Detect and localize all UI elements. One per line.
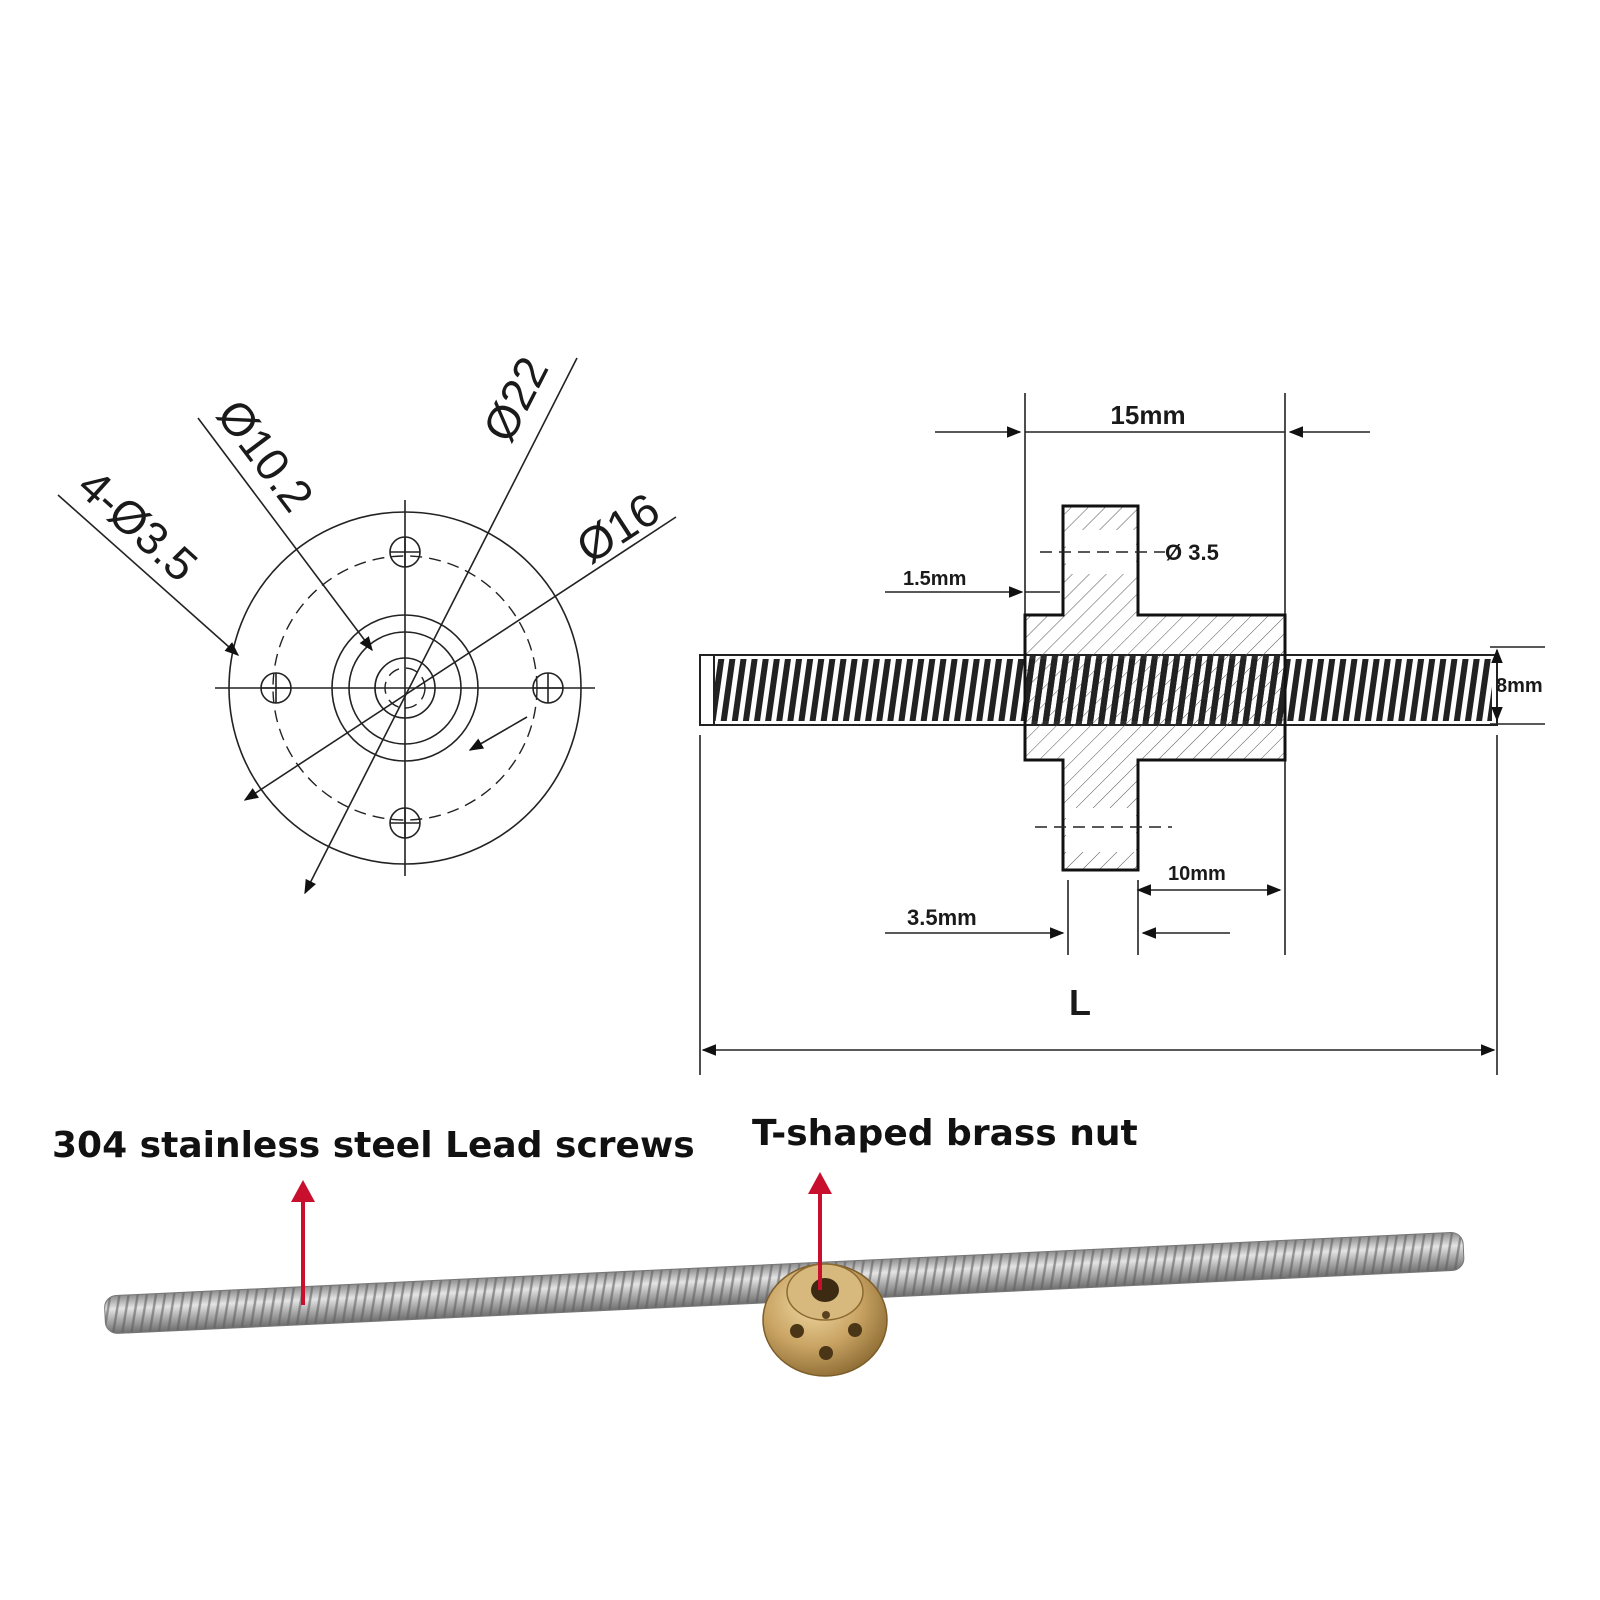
body-length-label: 10mm	[1168, 863, 1226, 885]
bolt-circle-label: Ø16	[567, 482, 668, 573]
screw-diameter-label: 8mm	[1496, 675, 1543, 697]
outer-diameter-leader	[304, 357, 578, 895]
holes-leader	[57, 494, 240, 656]
total-length-label: L	[1069, 982, 1091, 1023]
side-view-drawing: 15mm Ø 3.5 1.5mm 8mm 10mm 3.5mm L	[699, 393, 1545, 1075]
brass-nut	[762, 1263, 888, 1377]
brass-nut-caption: T-shaped brass nut	[752, 1113, 1138, 1154]
inner-diameter-label: Ø10.2	[207, 390, 324, 521]
bolt-circle-leader	[243, 516, 677, 801]
flange-offset-label: 1.5mm	[903, 568, 966, 590]
product-photo: 304 stainless steel Lead screws T-shaped…	[52, 1113, 1465, 1377]
brass-nut-arrow	[808, 1172, 832, 1290]
hole-diameter-label: Ø 3.5	[1165, 540, 1219, 565]
inner-diameter-leader	[197, 417, 373, 652]
bolt-circle-leader-tip	[468, 716, 528, 751]
flange-thickness-label: 3.5mm	[907, 905, 977, 930]
end-view-drawing: 4-Ø3.5 Ø10.2 Ø22 Ø16	[57, 348, 677, 895]
width-label: 15mm	[1110, 400, 1185, 430]
lead-screw-arrow	[291, 1180, 315, 1305]
holes-label: 4-Ø3.5	[68, 459, 207, 592]
lead-screw-caption: 304 stainless steel Lead screws	[52, 1125, 695, 1166]
outer-diameter-label: Ø22	[473, 348, 559, 449]
